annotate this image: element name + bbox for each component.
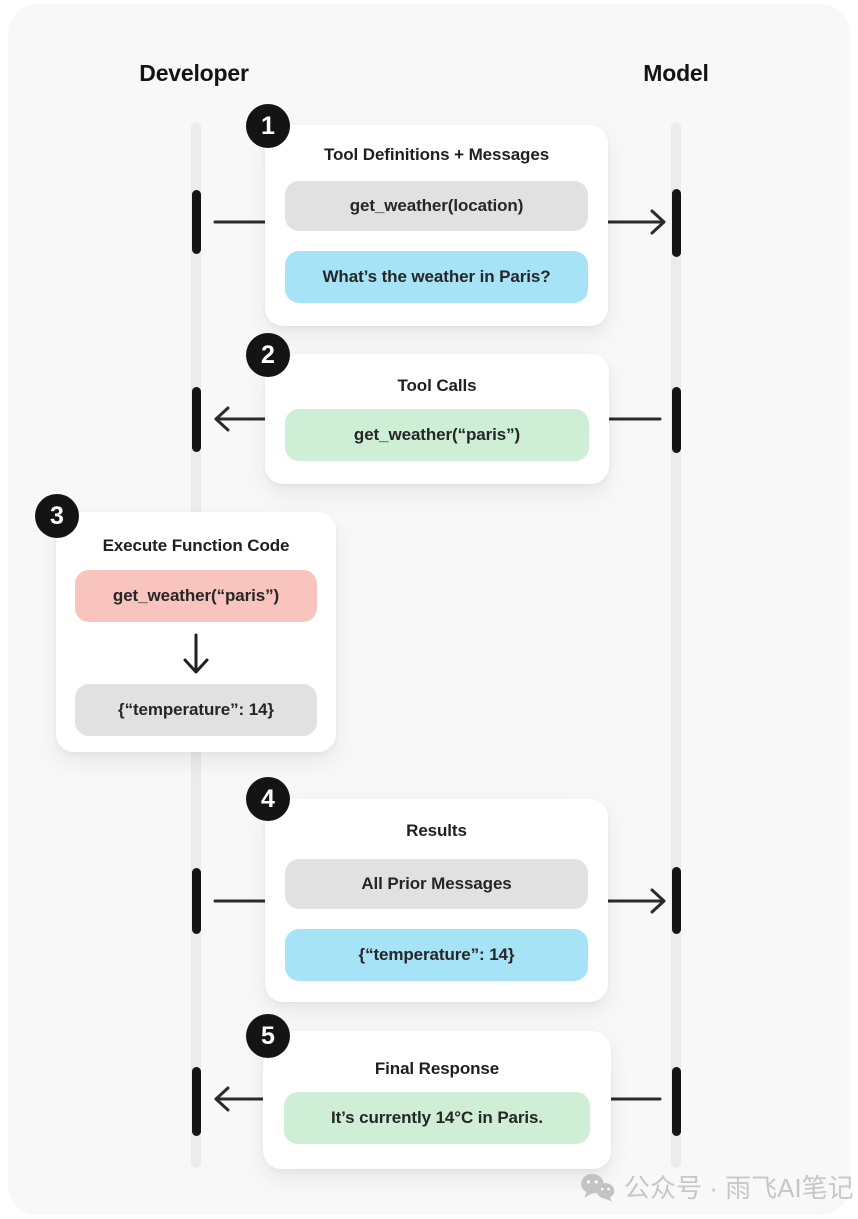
card-results: Results All Prior Messages {“temperature… (265, 799, 608, 1002)
card-title: Results (406, 821, 467, 840)
pill-tool-definition: get_weather(location) (285, 181, 588, 231)
developer-activation-step5 (192, 1067, 201, 1136)
wechat-icon (581, 1173, 615, 1202)
pill-all-prior-messages: All Prior Messages (285, 859, 588, 909)
card-title: Tool Definitions + Messages (323, 145, 550, 164)
pill-result-message: {“temperature”: 14} (285, 929, 588, 981)
model-activation-step4 (672, 867, 681, 934)
pill-user-message: What’s the weather in Paris? (285, 251, 588, 303)
arrow-left-step5-icon (214, 1086, 270, 1112)
step-badge-4: 4 (246, 777, 290, 821)
actor-model-label: Model (643, 60, 709, 86)
step-badge-5: 5 (246, 1014, 290, 1058)
pill-tool-call: get_weather(“paris”) (285, 409, 589, 461)
step-badge-3: 3 (35, 494, 79, 538)
card-tool-definitions-messages: Tool Definitions + Messages get_weather(… (265, 125, 608, 326)
connector-step4-from-developer (213, 899, 270, 903)
card-title: Final Response (374, 1059, 500, 1078)
down-arrow-icon (183, 633, 209, 674)
actor-developer-label: Developer (139, 60, 249, 86)
developer-activation-step1 (192, 190, 201, 254)
model-lifeline (671, 122, 681, 1168)
developer-activation-step2 (192, 387, 201, 452)
step-badge-2: 2 (246, 333, 290, 377)
pill-function-result: {“temperature”: 14} (75, 684, 317, 736)
model-activation-step5 (672, 1067, 681, 1136)
step-badge-1: 1 (246, 104, 290, 148)
connector-step2-from-model (608, 417, 662, 421)
card-execute-function-code: Execute Function Code get_weather(“paris… (56, 512, 336, 752)
arrow-right-step1-icon (606, 209, 666, 235)
arrow-right-step4-icon (606, 888, 666, 914)
developer-activation-step4 (192, 868, 201, 934)
model-activation-step1 (672, 189, 681, 257)
card-title: Tool Calls (397, 376, 477, 395)
watermark: 公众号 · 雨飞AI笔记 (578, 1168, 854, 1205)
card-title: Execute Function Code (102, 536, 290, 555)
watermark-text: 公众号 · 雨飞AI笔记 (624, 1173, 854, 1203)
connector-step1-from-developer (213, 220, 270, 224)
arrow-left-step2-icon (214, 406, 270, 432)
pill-final-response: It’s currently 14°C in Paris. (284, 1092, 590, 1144)
card-tool-calls: Tool Calls get_weather(“paris”) (265, 354, 609, 484)
connector-step5-from-model (608, 1097, 662, 1101)
pill-function-invocation: get_weather(“paris”) (75, 570, 317, 622)
model-activation-step2 (672, 387, 681, 453)
card-final-response: Final Response It’s currently 14°C in Pa… (263, 1031, 611, 1169)
diagram-canvas: Developer Model (8, 4, 854, 1215)
